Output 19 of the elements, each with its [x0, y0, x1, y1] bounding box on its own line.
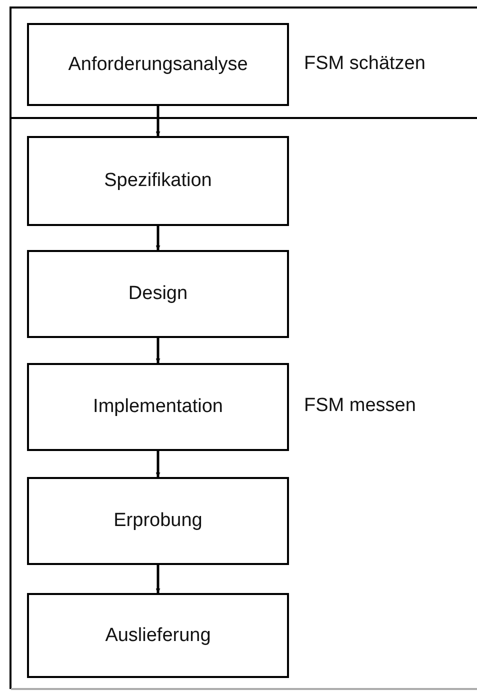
arrow — [156, 338, 160, 363]
arrow — [156, 226, 160, 250]
step-label: Anforderungsanalyse — [68, 54, 248, 76]
process-box — [27, 23, 289, 106]
annotation-text: FSM messen — [304, 395, 416, 417]
process-box — [27, 136, 289, 226]
process-box — [27, 477, 289, 565]
process-box — [27, 250, 289, 338]
arrow — [156, 106, 160, 136]
arrow — [156, 451, 160, 477]
step-label: Spezifikation — [104, 170, 212, 192]
step-label: Erprobung — [114, 510, 202, 532]
step-label: Implementation — [93, 396, 223, 418]
process-box — [27, 363, 289, 451]
step-label: Design — [128, 283, 188, 305]
process-box — [27, 593, 289, 678]
annotation-text: FSM schätzen — [304, 52, 426, 74]
step-label: Auslieferung — [105, 624, 211, 646]
arrow — [156, 565, 160, 593]
